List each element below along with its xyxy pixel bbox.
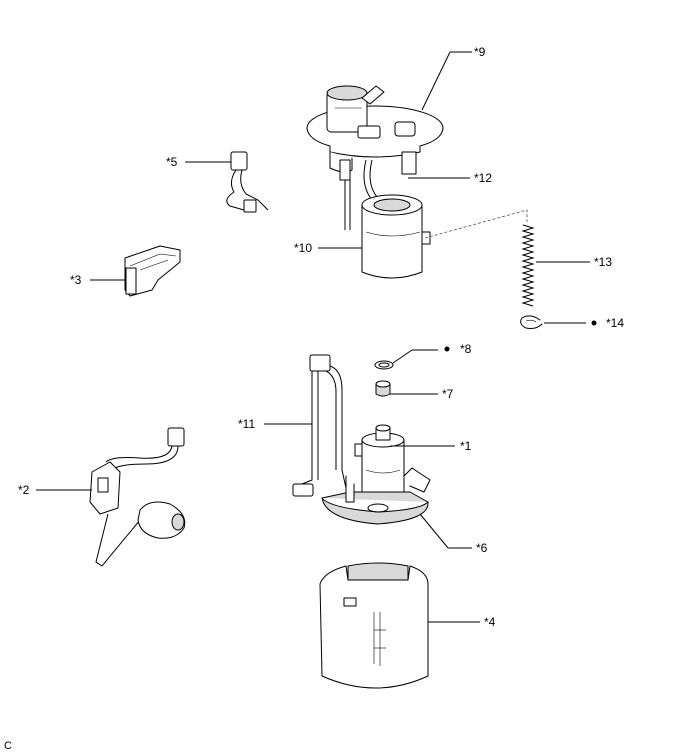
callout-2: *2: [18, 483, 30, 497]
callout-12: *12: [474, 171, 492, 185]
part-5-wire-harness: [226, 151, 269, 213]
callout-11: *11: [238, 417, 255, 431]
part-8-o-ring: [374, 360, 394, 370]
callout-8: *8: [460, 342, 472, 356]
part-13-spring: [521, 224, 535, 307]
part-10-canister: [361, 194, 431, 279]
part-4-reservoir-cup: [319, 562, 429, 689]
callout-9: *9: [474, 45, 486, 59]
part-2-sender-gauge: [89, 427, 186, 567]
part-9-suction-plate: [306, 85, 444, 230]
part-14-clip: [520, 315, 543, 329]
callout-7: *7: [442, 387, 454, 401]
callout-14: *14: [606, 316, 624, 330]
callout-13: *13: [594, 255, 612, 269]
callout-1: *1: [460, 439, 472, 453]
marker-dot-8: [444, 346, 450, 352]
part-1-fuel-pump: [354, 424, 405, 502]
illustration-code: C: [4, 740, 12, 752]
callout-4: *4: [484, 615, 496, 629]
callout-3: *3: [70, 273, 82, 287]
part-11-wire-harness: [292, 354, 347, 497]
part-6-pump-bracket: [321, 467, 431, 525]
part-7-cushion: [375, 380, 391, 397]
leader-lines: [36, 51, 590, 623]
callout-5: *5: [166, 155, 178, 169]
part-3-bracket: [124, 245, 181, 297]
spring-reference-line: [424, 209, 528, 239]
callout-10: *10: [294, 241, 312, 255]
callout-6: *6: [476, 541, 488, 555]
marker-dot-14: [591, 320, 597, 326]
